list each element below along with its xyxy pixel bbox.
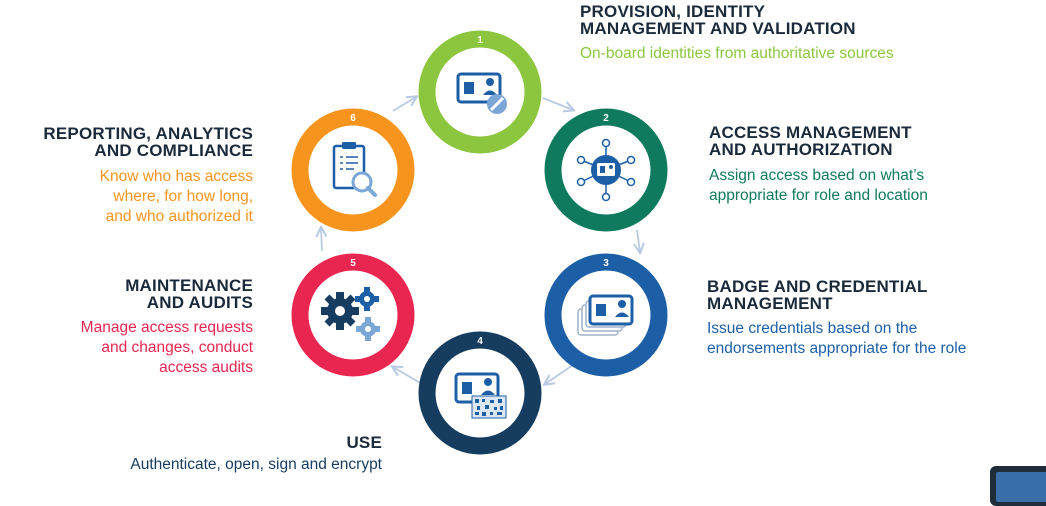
step-6-title: REPORTING, ANALYTICS AND COMPLIANCE bbox=[0, 125, 253, 159]
step-1-title: PROVISION, IDENTITY MANAGEMENT AND VALID… bbox=[580, 3, 856, 37]
step-2-desc-line-2: appropriate for role and location bbox=[709, 187, 928, 204]
clipboard-search-icon bbox=[332, 142, 377, 197]
step-3-title-line-2: MANAGEMENT bbox=[707, 294, 833, 313]
device-corner-image bbox=[990, 466, 1046, 506]
step-4-ring: 4 bbox=[418, 331, 542, 455]
step-2-title-line-1: ACCESS MANAGEMENT bbox=[709, 123, 912, 142]
arrow-1-to-2 bbox=[542, 97, 573, 110]
step-4-desc-line-1: Authenticate, open, sign and encrypt bbox=[130, 456, 382, 473]
arrow-3-to-4 bbox=[545, 364, 574, 384]
step-6-desc-line-3: and who authorized it bbox=[105, 208, 253, 225]
step-6-title-line-2: AND COMPLIANCE bbox=[94, 141, 253, 160]
step-5-title-line-2: AND AUDITS bbox=[146, 293, 253, 312]
gears-icon bbox=[321, 287, 380, 341]
arrow-2-to-3 bbox=[637, 229, 640, 252]
access-network-icon bbox=[576, 138, 636, 202]
step-1-number: 1 bbox=[477, 35, 483, 46]
step-5-ring: 5 bbox=[291, 253, 415, 377]
step-6-description: Know who has access where, for how long,… bbox=[20, 167, 253, 227]
step-6-ring: 6 bbox=[291, 108, 415, 232]
arrow-5-to-6 bbox=[321, 228, 322, 252]
step-3-desc-line-2: endorsements appropriate for the role bbox=[707, 340, 967, 357]
step-3-number: 3 bbox=[603, 258, 609, 269]
arrow-6-to-1 bbox=[392, 97, 416, 112]
step-1-title-line-1: PROVISION, IDENTITY bbox=[580, 2, 766, 21]
arrow-4-to-5 bbox=[393, 367, 423, 385]
step-2-title-line-2: AND AUTHORIZATION bbox=[709, 140, 893, 159]
connector-arrows bbox=[321, 97, 640, 384]
step-5-desc-line-3: access audits bbox=[159, 359, 253, 376]
step-1-title-line-2: MANAGEMENT AND VALIDATION bbox=[580, 19, 856, 38]
id-card-pencil-icon bbox=[456, 72, 507, 114]
step-5-title-line-1: MAINTENANCE bbox=[125, 276, 253, 295]
step-1-description: On-board identities from authoritative s… bbox=[580, 44, 894, 64]
step-5-title: MAINTENANCE AND AUDITS bbox=[40, 277, 253, 311]
id-card-qr-icon bbox=[454, 372, 507, 419]
step-4-description: Authenticate, open, sign and encrypt bbox=[40, 455, 382, 475]
step-3-description: Issue credentials based on the endorseme… bbox=[707, 319, 966, 359]
step-2-desc-line-1: Assign access based on what’s bbox=[709, 167, 925, 184]
step-3-desc-line-1: Issue credentials based on the bbox=[707, 320, 918, 337]
step-2-title: ACCESS MANAGEMENT AND AUTHORIZATION bbox=[709, 124, 912, 158]
stacked-badges-icon bbox=[577, 294, 634, 336]
step-6-desc-line-2: where, for how long, bbox=[113, 188, 253, 205]
lifecycle-diagram: 1 2 bbox=[291, 30, 668, 455]
step-2-description: Assign access based on what’s appropriat… bbox=[709, 166, 928, 206]
step-6-title-line-1: REPORTING, ANALYTICS bbox=[43, 124, 253, 143]
step-3-title-line-1: BADGE AND CREDENTIAL bbox=[707, 277, 928, 296]
step-4-title: USE bbox=[280, 434, 382, 451]
step-3-title: BADGE AND CREDENTIAL MANAGEMENT bbox=[707, 278, 928, 312]
step-6-number: 6 bbox=[350, 113, 356, 124]
step-1-desc-line-1: On-board identities from authoritative s… bbox=[580, 45, 894, 62]
step-5-number: 5 bbox=[350, 258, 356, 269]
step-5-description: Manage access requests and changes, cond… bbox=[20, 318, 253, 378]
device-screen bbox=[996, 472, 1046, 502]
step-6-desc-line-1: Know who has access bbox=[99, 168, 253, 185]
step-5-desc-line-1: Manage access requests bbox=[80, 319, 253, 336]
step-4-number: 4 bbox=[477, 336, 483, 347]
step-2-number: 2 bbox=[603, 113, 609, 124]
step-4-title-line-1: USE bbox=[346, 433, 382, 452]
step-2-ring: 2 bbox=[544, 108, 668, 232]
step-3-ring: 3 bbox=[544, 253, 668, 377]
step-1-ring: 1 bbox=[418, 30, 542, 154]
step-5-desc-line-2: and changes, conduct bbox=[101, 339, 253, 356]
